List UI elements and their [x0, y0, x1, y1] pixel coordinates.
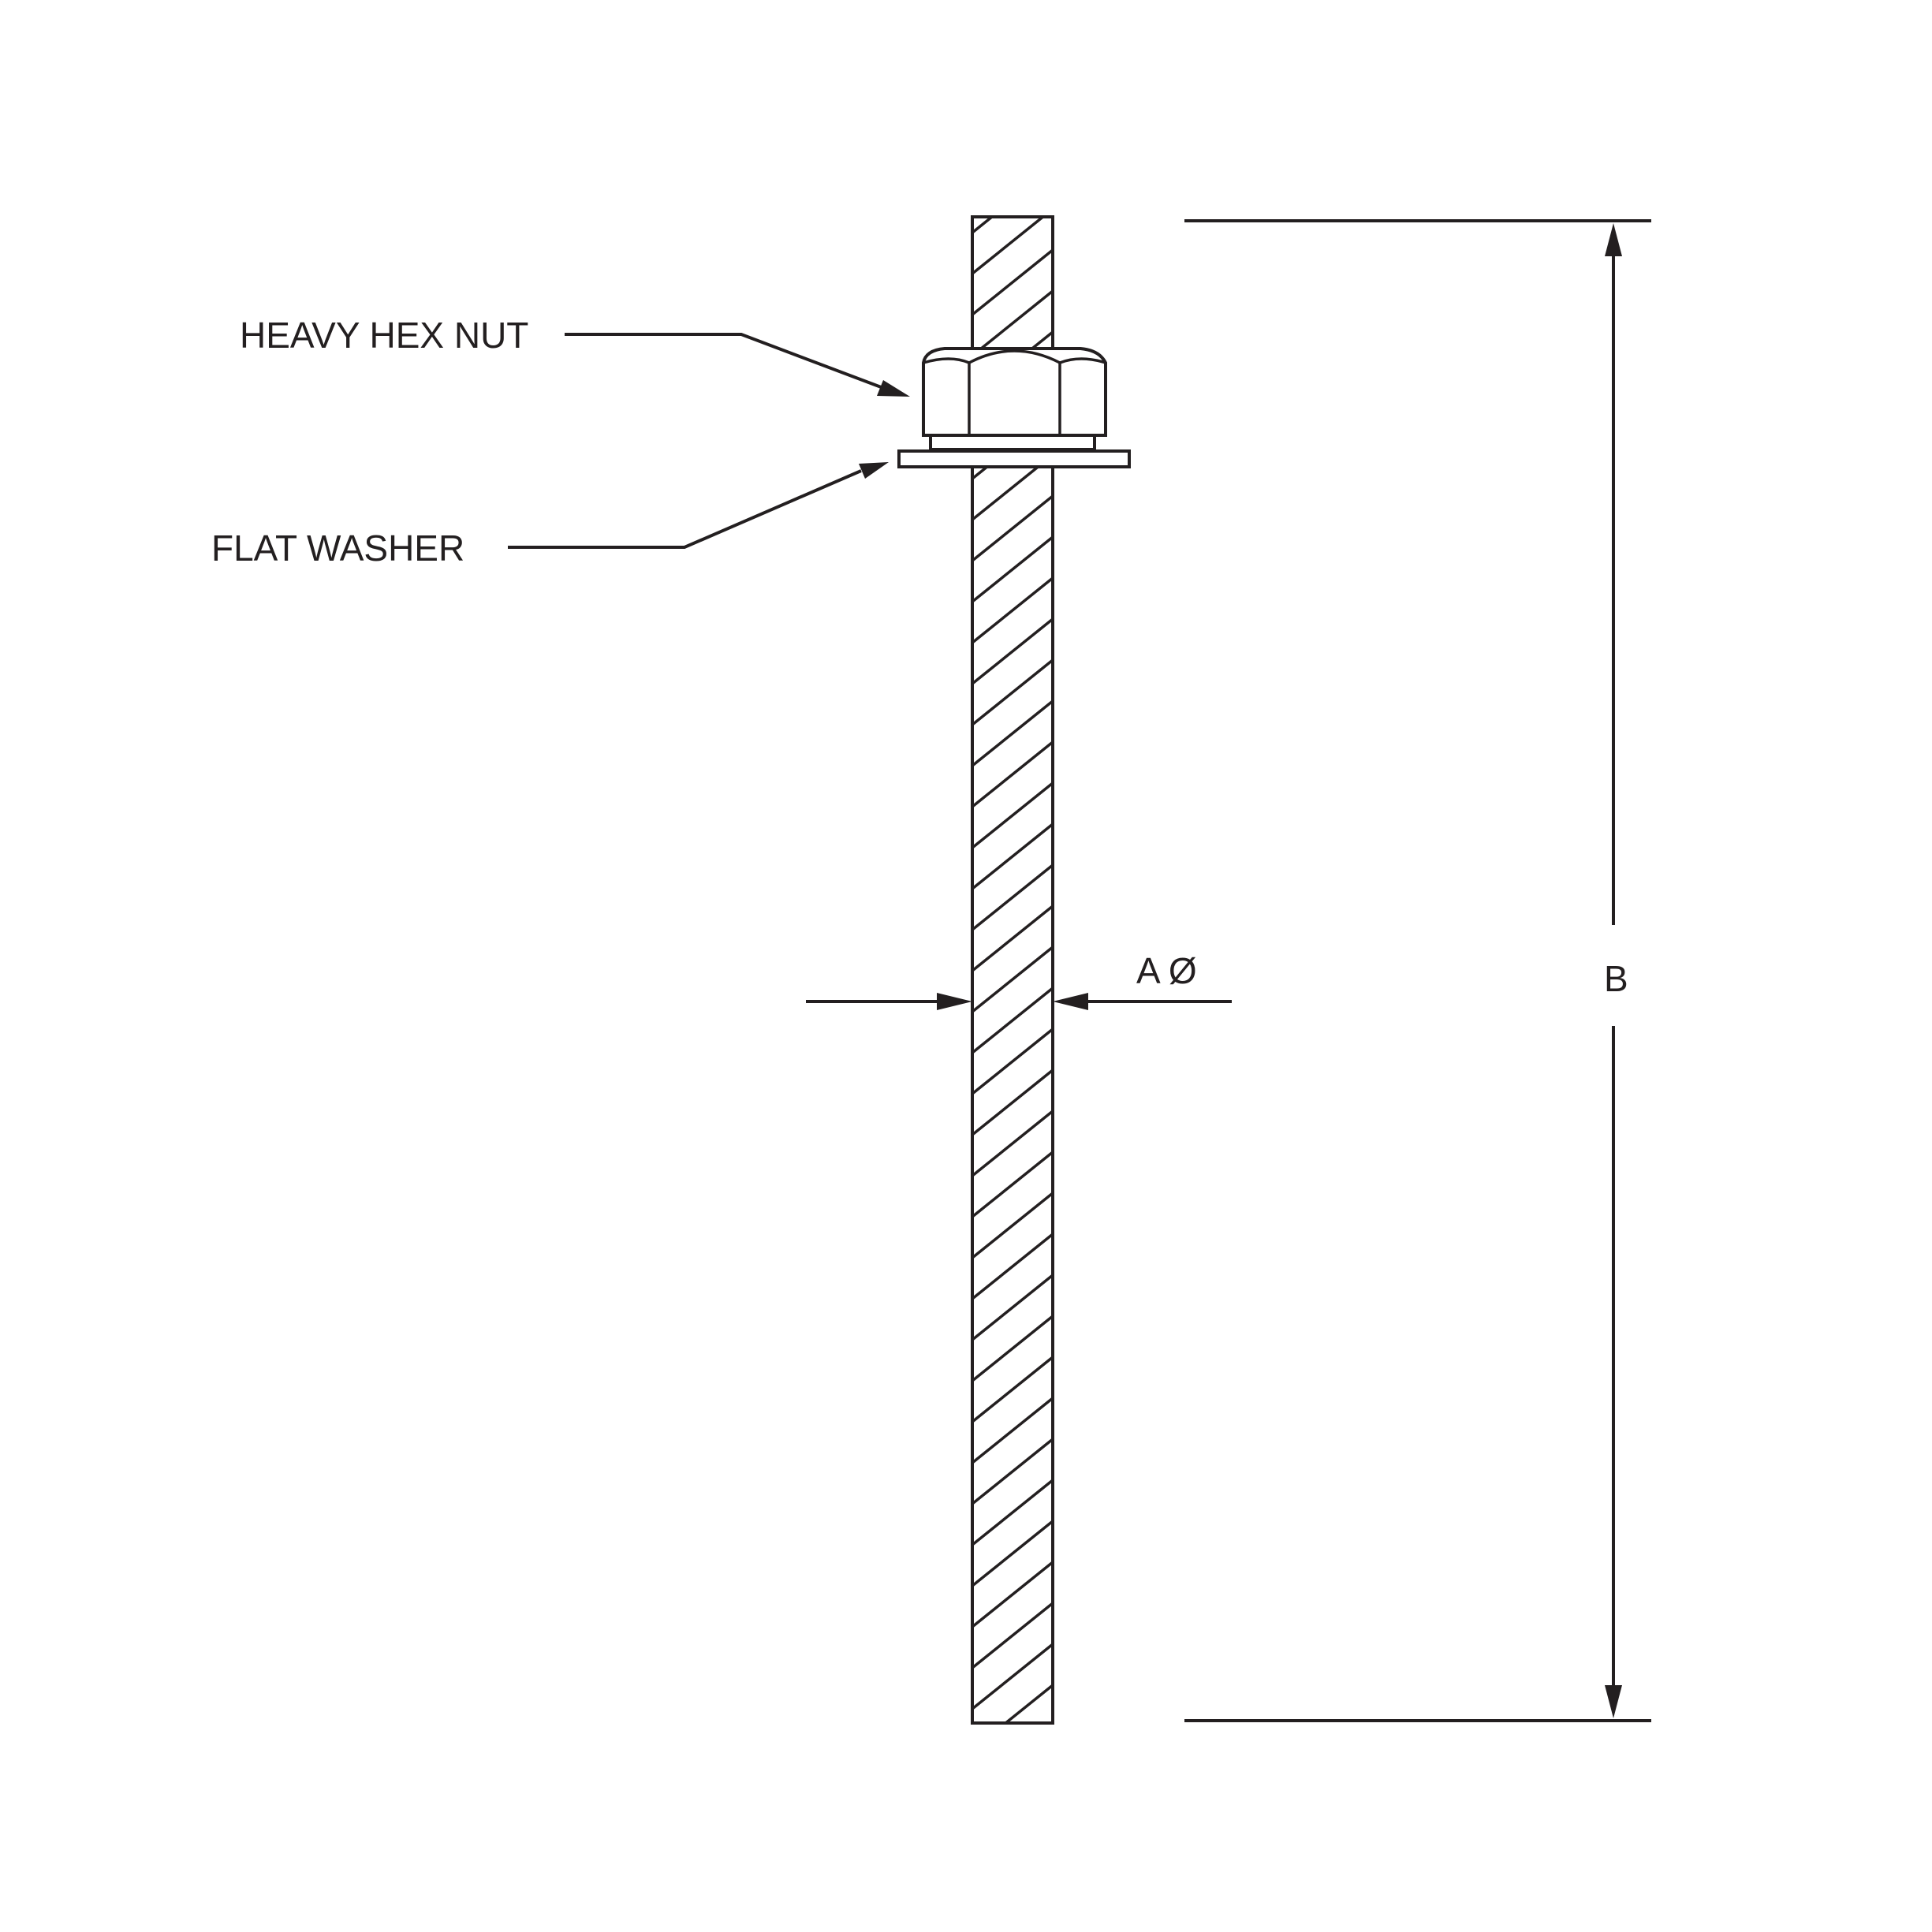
flat-washer-label: FLAT WASHER [211, 528, 465, 569]
hatch-line [972, 1028, 1053, 1095]
hatch-line [972, 494, 1053, 562]
hatch-line [972, 1479, 1053, 1546]
flat-washer-leader [508, 462, 889, 549]
hatch-line [972, 576, 1053, 644]
hatch-line [972, 1069, 1053, 1136]
hatch-line [972, 617, 1053, 685]
flat-washer [897, 449, 1131, 468]
hatch-line [972, 1151, 1053, 1218]
heavy-hex-nut-leader [565, 333, 910, 397]
hatch-line [972, 987, 1053, 1054]
dimension-a-label: A Ø [1136, 950, 1197, 991]
hatch-line [972, 1520, 1053, 1587]
hatch-line [972, 781, 1053, 849]
hatch-line [972, 1315, 1053, 1382]
hatch-line [972, 1233, 1053, 1300]
hatch-line [972, 1397, 1053, 1464]
hatch-line [972, 822, 1053, 890]
hatch-line [972, 1110, 1053, 1177]
hatch-line [972, 1274, 1053, 1341]
hatch-line [972, 699, 1053, 767]
hatch-line [972, 217, 994, 234]
hatch-line [972, 535, 1053, 603]
hatch-line [972, 217, 1046, 275]
hatch-line [972, 863, 1053, 931]
dimension-b-label: B [1604, 958, 1628, 999]
hatch-line [972, 1192, 1053, 1259]
hatch-line [972, 740, 1053, 808]
dimension-b [1184, 219, 1651, 1722]
hatch-line [972, 1602, 1053, 1669]
heavy-hex-nut-label: HEAVY HEX NUT [240, 315, 529, 356]
hatch-line [972, 1438, 1053, 1505]
heavy-hex-nut [922, 347, 1107, 451]
hatch-line [972, 904, 1053, 972]
hatch-line [972, 248, 1053, 316]
hatch-line [972, 289, 1053, 357]
hatch-line [972, 658, 1053, 726]
hatch-line [972, 1643, 1053, 1710]
dimension-a [806, 993, 1232, 1010]
hatch-line [972, 1561, 1053, 1628]
hatch-line [972, 945, 1053, 1013]
hatch-line [1003, 1684, 1053, 1723]
hatch-line [972, 1356, 1053, 1423]
